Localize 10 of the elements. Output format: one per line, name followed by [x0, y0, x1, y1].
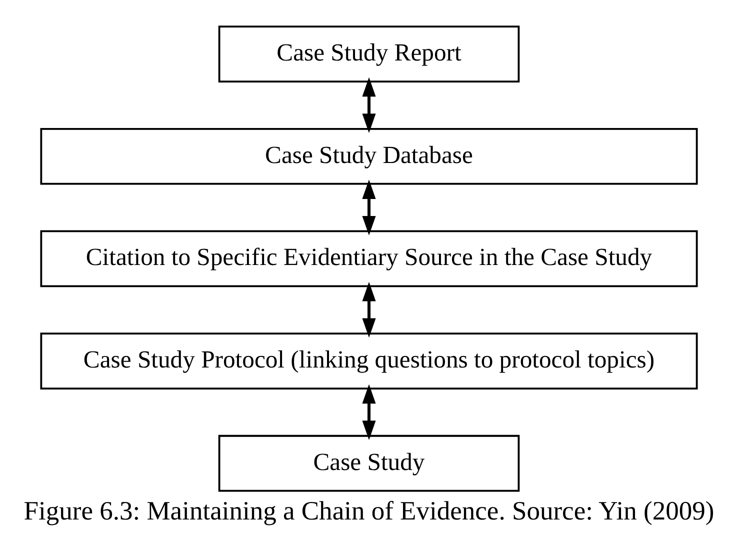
arrow [362, 384, 376, 440]
arrow [362, 179, 376, 235]
node-box: Case Study Protocol (linking questions to protocol topics) [40, 332, 698, 389]
node-box: Case Study Report [218, 25, 520, 82]
arrow [362, 76, 376, 133]
node-box: Case Study Database [40, 127, 698, 184]
caption: Figure 6.3: Maintaining a Chain of Evidence. Source: Yin (2009) [24, 495, 714, 526]
arrow [362, 281, 376, 338]
node-box: Case Study [218, 434, 520, 492]
node-box: Citation to Specific Evidentiary Source in the Case Study [40, 230, 698, 287]
